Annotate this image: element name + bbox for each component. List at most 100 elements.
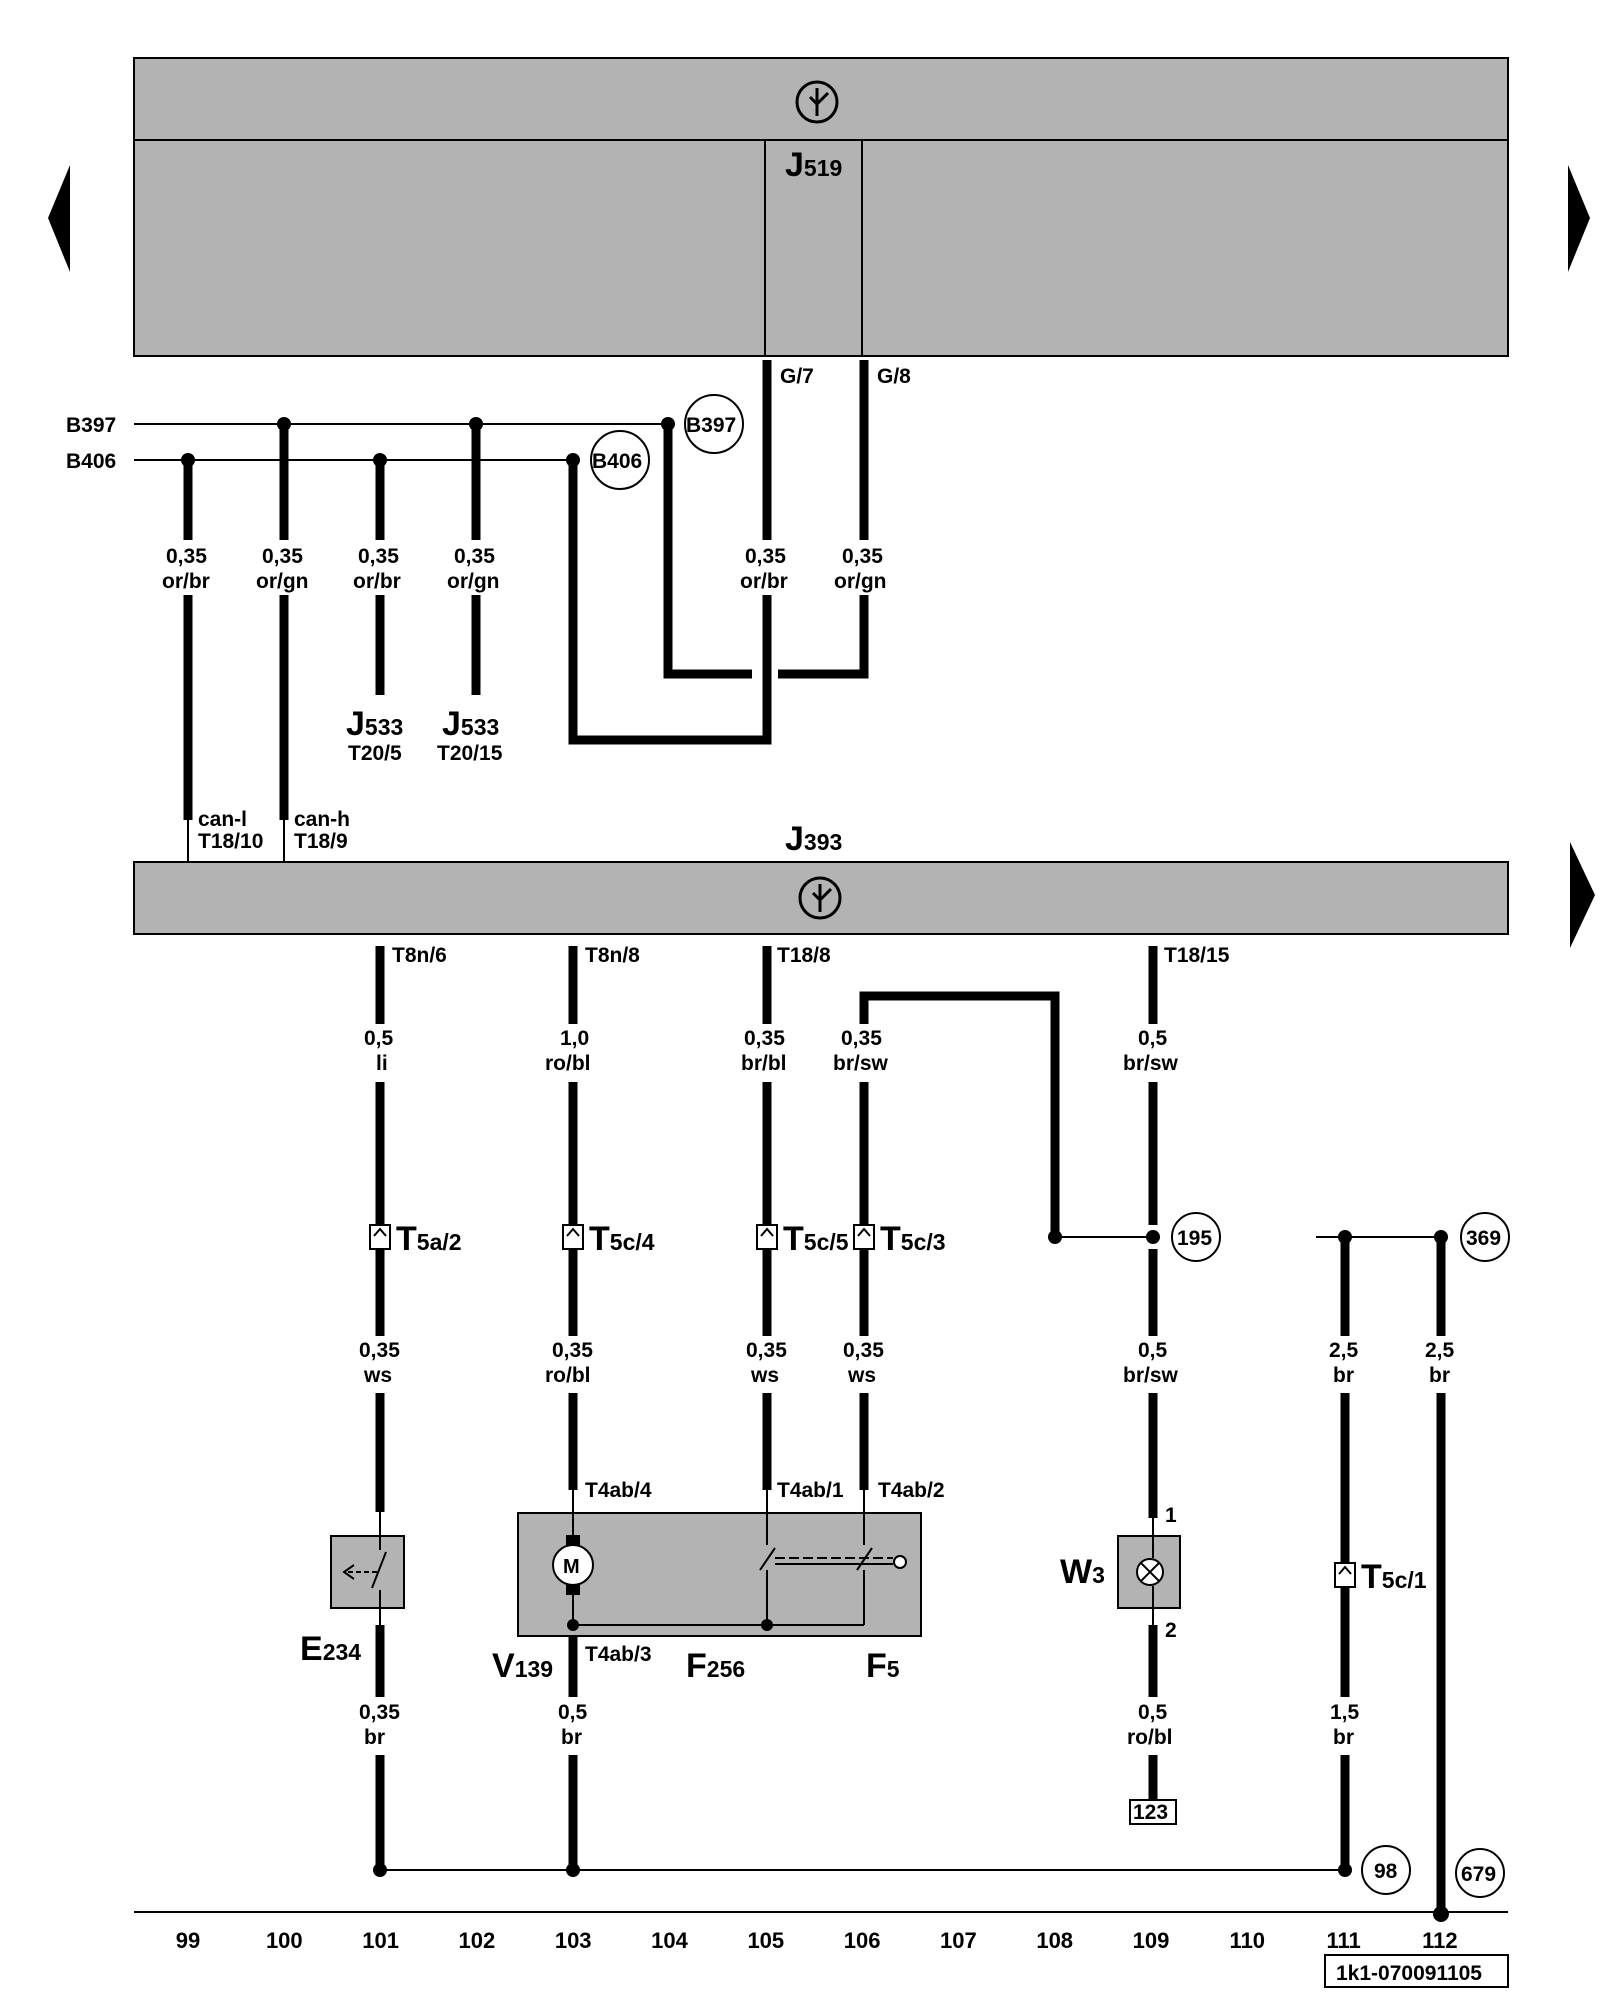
- connector-t5c-5[interactable]: T5c/5: [756, 1220, 849, 1258]
- svg-text:0,35: 0,35: [358, 545, 399, 568]
- svg-text:br/sw: br/sw: [1123, 1364, 1179, 1387]
- motor-symbol: M: [563, 1556, 580, 1578]
- svg-text:2,5: 2,5: [1425, 1339, 1455, 1362]
- svg-text:br/sw: br/sw: [1123, 1052, 1179, 1075]
- svg-text:br: br: [364, 1726, 385, 1749]
- svg-text:0,35: 0,35: [359, 1339, 400, 1362]
- ref-679[interactable]: 679: [1455, 1848, 1505, 1898]
- svg-text:123: 123: [1133, 1801, 1168, 1824]
- column-number: 99: [176, 1928, 200, 1953]
- svg-text:0,35: 0,35: [454, 545, 495, 568]
- connector-t5c-3[interactable]: T5c/3: [853, 1220, 946, 1258]
- ground-symbol-icon: [798, 876, 842, 920]
- document-id: 1k1-070091105: [1324, 1954, 1509, 1988]
- svg-text:B397: B397: [686, 414, 736, 437]
- svg-text:ws: ws: [750, 1364, 779, 1387]
- svg-text:T5a/2: T5a/2: [396, 1220, 462, 1258]
- connector-t5c-4[interactable]: T5c/4: [562, 1220, 655, 1258]
- lamp-icon: [1136, 1558, 1164, 1586]
- svg-text:0,5: 0,5: [1138, 1339, 1168, 1362]
- pin-t4ab-2: T4ab/2: [878, 1479, 945, 1502]
- motor-switch-assembly: M: [517, 1490, 922, 1637]
- module-j393-label: J393: [785, 820, 842, 858]
- lamp-w3[interactable]: [1117, 1518, 1181, 1625]
- motor-icon: [552, 1544, 594, 1586]
- svg-text:0,35: 0,35: [552, 1339, 593, 1362]
- svg-text:0,5: 0,5: [558, 1701, 588, 1724]
- svg-text:0,35: 0,35: [744, 1027, 785, 1050]
- nav-right-arrow-mid-icon[interactable]: [1570, 842, 1595, 948]
- svg-text:1,0: 1,0: [560, 1027, 589, 1050]
- nav-left-arrow-icon[interactable]: [48, 165, 70, 272]
- svg-text:0,35: 0,35: [746, 1339, 787, 1362]
- svg-text:br: br: [1333, 1364, 1354, 1387]
- component-w3-label: W3: [1060, 1553, 1105, 1591]
- svg-text:T5c/4: T5c/4: [589, 1220, 655, 1258]
- svg-text:1,5: 1,5: [1330, 1701, 1360, 1724]
- pin-can-l: can-l: [198, 808, 247, 831]
- switch-e234[interactable]: [330, 1512, 405, 1625]
- svg-text:0,35: 0,35: [842, 545, 883, 568]
- pin-t18-10: T18/10: [198, 830, 263, 853]
- svg-text:br/sw: br/sw: [833, 1052, 889, 1075]
- j533-label-1: J533 T20/5: [346, 705, 403, 765]
- svg-text:T20/5: T20/5: [348, 742, 402, 765]
- ref-98[interactable]: 98: [1361, 1845, 1411, 1895]
- svg-text:ro/bl: ro/bl: [545, 1364, 591, 1387]
- svg-text:0,35: 0,35: [843, 1339, 884, 1362]
- svg-text:98: 98: [1374, 1860, 1398, 1883]
- svg-text:or/br: or/br: [740, 570, 788, 593]
- column-number: 107: [940, 1928, 977, 1953]
- svg-text:br: br: [561, 1726, 582, 1749]
- svg-text:ro/bl: ro/bl: [1127, 1726, 1173, 1749]
- column-number: 101: [362, 1928, 399, 1953]
- svg-text:T5c/5: T5c/5: [783, 1220, 849, 1258]
- connector-t5c-1[interactable]: T5c/1: [1334, 1558, 1427, 1596]
- column-number: 102: [459, 1928, 496, 1953]
- connector-t5a-2[interactable]: T5a/2: [369, 1220, 462, 1258]
- column-number: 105: [747, 1928, 784, 1953]
- lamp-pin-2: 2: [1165, 1619, 1177, 1642]
- box-ref-123[interactable]: 123: [1129, 1799, 1177, 1825]
- svg-text:or/br: or/br: [353, 570, 401, 593]
- svg-text:ws: ws: [847, 1364, 876, 1387]
- j533-label-2: J533 T20/15: [437, 705, 503, 765]
- svg-text:0,5: 0,5: [1138, 1027, 1168, 1050]
- svg-text:ws: ws: [363, 1364, 392, 1387]
- svg-text:br: br: [1333, 1726, 1354, 1749]
- pin-t4ab-3: T4ab/3: [585, 1643, 652, 1666]
- svg-text:T5c/3: T5c/3: [880, 1220, 946, 1258]
- pin-t18-15: T18/15: [1164, 944, 1230, 967]
- svg-text:0,5: 0,5: [1138, 1701, 1168, 1724]
- svg-text:li: li: [376, 1052, 388, 1075]
- svg-text:T20/15: T20/15: [437, 742, 503, 765]
- svg-text:B406: B406: [592, 450, 642, 473]
- svg-text:or/br: or/br: [162, 570, 210, 593]
- component-e234-label: E234: [300, 1630, 361, 1668]
- svg-text:0,5: 0,5: [364, 1027, 394, 1050]
- bus-circle-b406[interactable]: B406: [590, 430, 650, 490]
- column-number: 110: [1230, 1928, 1266, 1953]
- column-number: 100: [266, 1928, 303, 1953]
- column-number: 104: [651, 1928, 688, 1953]
- pin-t8n-6: T8n/6: [392, 944, 447, 967]
- bus-circle-b397[interactable]: B397: [684, 394, 744, 454]
- ref-195[interactable]: 195: [1171, 1212, 1221, 1262]
- pin-t18-8: T18/8: [777, 944, 831, 967]
- nav-right-arrow-top-icon[interactable]: [1568, 165, 1590, 272]
- svg-text:J533: J533: [442, 705, 499, 743]
- component-v139-label: V139: [492, 1647, 553, 1685]
- lamp-pin-1: 1: [1165, 1504, 1177, 1527]
- ref-369[interactable]: 369: [1460, 1212, 1510, 1262]
- pin-t18-9: T18/9: [294, 830, 348, 853]
- svg-text:369: 369: [1466, 1227, 1501, 1250]
- svg-text:br: br: [1429, 1364, 1450, 1387]
- svg-text:0,35: 0,35: [841, 1027, 882, 1050]
- pin-can-h: can-h: [294, 808, 350, 831]
- column-number: 108: [1036, 1928, 1073, 1953]
- column-number: 106: [844, 1928, 881, 1953]
